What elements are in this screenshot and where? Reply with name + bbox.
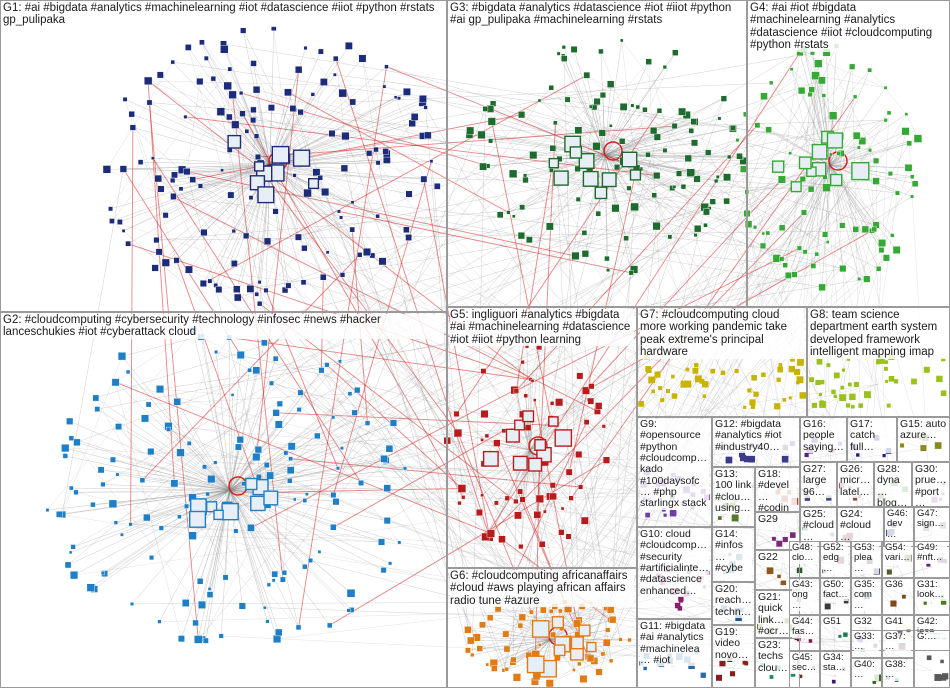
group-label-g32: G32 — [854, 617, 879, 627]
group-label-g10: G10: cloud #cloudcomp… #security #artifi… — [640, 529, 709, 597]
group-box-g30: G30: prue… #port… — [912, 462, 950, 507]
group-box-g15: G15: auto azure… — [897, 417, 950, 462]
group-label-g16: G16: people saying… — [803, 419, 844, 453]
group-box-g5: G5: ingliguori #analytics #bigdata #ai #… — [447, 307, 637, 568]
group-label-g1: G1: #ai #bigdata #analytics #machinelear… — [3, 2, 444, 27]
group-box-g40: G40:… — [851, 658, 882, 688]
group-label-g3: G3: #bigdata #analytics #datascience #io… — [450, 2, 744, 27]
group-box-g14: G14: #infos… #cybe… reach… — [712, 527, 755, 582]
group-box-g11: G11: #bigdata #ai #analytics #machinelea… — [637, 619, 712, 688]
group-label-g25: G25: #cloud… — [803, 509, 834, 543]
group-box-g35: G35: com… — [851, 578, 882, 615]
group-box-g10: G10: cloud #cloudcomp… #security #artifi… — [637, 527, 712, 619]
group-box-g48: G48: clo… — [789, 541, 820, 578]
group-label-g28: G28: dyna… blog… — [877, 464, 909, 507]
group-box-g13: G13: 100 link #clou… using… — [712, 467, 755, 527]
group-box-g2: G2: #cloudcomputing #cybersecurity #tech… — [0, 312, 447, 688]
group-box-g38: G38:… — [882, 658, 914, 688]
group-label-g5: G5: ingliguori #analytics #bigdata #ai #… — [450, 309, 634, 346]
group-label-g4: G4: #ai #iot #bigdata #machinelearning #… — [750, 2, 947, 52]
group-label-g6: G6: #cloudcomputing africanaffairs #clou… — [450, 570, 634, 607]
group-box-g8: G8: team science department earth system… — [807, 307, 950, 417]
group-box-g20: G20: reach… techn… — [712, 582, 755, 625]
group-box-g16: G16: people saying… — [800, 417, 847, 462]
group-box-g37: G37:… — [882, 630, 914, 658]
group-box-g9: G9: #opensource #python #cloudcomp… kado… — [637, 417, 712, 527]
group-label-g8: G8: team science department earth system… — [810, 309, 947, 359]
group-box-g4: G4: #ai #iot #bigdata #machinelearning #… — [747, 0, 950, 307]
group-box-g43: G43: ong… — [789, 578, 820, 615]
group-label-g12: G12: #bigdata #analytics #iot #industry4… — [715, 419, 797, 453]
group-label-g26: G26: micr… latel… — [840, 464, 871, 498]
group-label-g24: G24: #cloud… — [840, 509, 881, 543]
group-label-g34: G34: sta… — [823, 653, 848, 674]
group-label-g43: G43: ong… — [792, 580, 817, 611]
group-label-g54: G54: vari… — [885, 543, 911, 564]
group-box-g28: G28: dyna… blog… — [874, 462, 912, 507]
group-box-g44: G44: fas… — [789, 615, 820, 651]
group-box-g26: G26: micr… latel… — [837, 462, 874, 507]
group-box-g6: G6: #cloudcomputing africanaffairs #clou… — [447, 568, 637, 688]
group-label-g40: G40:… — [854, 660, 879, 681]
group-label-g35: G35: com… — [854, 580, 879, 611]
group-box-g19: G19: video novo… — [712, 625, 755, 688]
group-label-g13: G13: 100 link #clou… using… — [715, 469, 752, 514]
group-box-g17: G17: catch full… — [847, 417, 897, 462]
group-box-g49: G49: #nft… — [914, 541, 950, 578]
group-box-g50: G50: fact… — [820, 578, 851, 615]
group-label-g45: G45: sec… — [792, 653, 817, 674]
group-box-g18: G18: #devel… #codin… — [755, 467, 800, 512]
group-box-g39: G:… — [914, 630, 950, 688]
group-label-g38: G38:… — [885, 660, 911, 681]
group-label-g49: G49: #nft… — [917, 543, 947, 564]
group-label-g31: G31: look… — [917, 580, 947, 601]
group-box-g12: G12: #bigdata #analytics #iot #industry4… — [712, 417, 800, 467]
group-box-g54: G54: vari… — [882, 541, 914, 578]
group-box-g51: G51 — [820, 615, 851, 651]
group-box-g45: G45: sec… — [789, 651, 820, 688]
group-box-g36: G36 — [882, 578, 914, 615]
group-label-g41: G41 — [885, 617, 911, 627]
group-box-g31: G31: look… — [914, 578, 950, 615]
group-label-g20: G20: reach… techn… — [715, 584, 752, 618]
group-label-g19: G19: video novo… — [715, 627, 752, 661]
group-label-g53: G53: plea… — [854, 543, 879, 574]
group-box-g27: G27: large 96… — [800, 462, 837, 507]
group-label-g18: G18: #devel… #codin… — [758, 469, 797, 512]
group-label-g29: G29 — [758, 514, 797, 525]
group-label-g15: G15: auto azure… — [900, 419, 947, 442]
group-label-g2: G2: #cloudcomputing #cybersecurity #tech… — [3, 314, 444, 339]
group-label-g44: G44: fas… — [792, 617, 817, 638]
group-box-g33: G33:… — [851, 630, 882, 658]
group-label-g9: G9: #opensource #python #cloudcomp… kado… — [640, 419, 709, 510]
group-label-g39: G:… — [917, 632, 947, 642]
group-label-g7: G7: #cloudcomputing cloud more working p… — [640, 309, 804, 359]
group-box-g1: G1: #ai #bigdata #analytics #machinelear… — [0, 0, 447, 312]
group-label-g46: G46: dev… — [887, 509, 911, 540]
group-label-g14: G14: #infos… #cybe… reach… — [715, 529, 752, 582]
group-label-g48: G48: clo… — [792, 543, 817, 564]
group-label-g47: G47: sign… — [917, 509, 947, 530]
group-box-g3: G3: #bigdata #analytics #datascience #io… — [447, 0, 747, 307]
group-label-g50: G50: fact… — [823, 580, 848, 601]
group-label-g51: G51 — [823, 617, 848, 627]
group-label-g36: G36 — [885, 580, 911, 590]
group-box-g52: G52: edg… — [820, 541, 851, 578]
group-label-g33: G33:… — [854, 632, 879, 653]
group-label-g30: G30: prue… #port… — [915, 464, 947, 507]
group-box-g53: G53: plea… — [851, 541, 882, 578]
group-label-g11: G11: #bigdata #ai #analytics #machinelea… — [640, 621, 709, 666]
group-label-g27: G27: large 96… — [803, 464, 834, 498]
group-label-g17: G17: catch full… — [850, 419, 894, 453]
group-box-g7: G7: #cloudcomputing cloud more working p… — [637, 307, 807, 417]
group-label-g37: G37:… — [885, 632, 911, 653]
group-box-g34: G34: sta… — [820, 651, 851, 688]
group-label-g52: G52: edg… — [823, 543, 848, 574]
